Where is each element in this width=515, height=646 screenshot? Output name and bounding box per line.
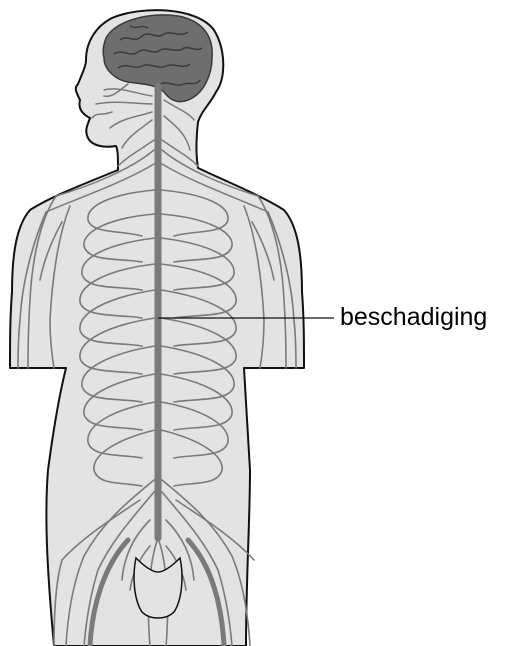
damage-label: beschadiging: [340, 303, 487, 332]
